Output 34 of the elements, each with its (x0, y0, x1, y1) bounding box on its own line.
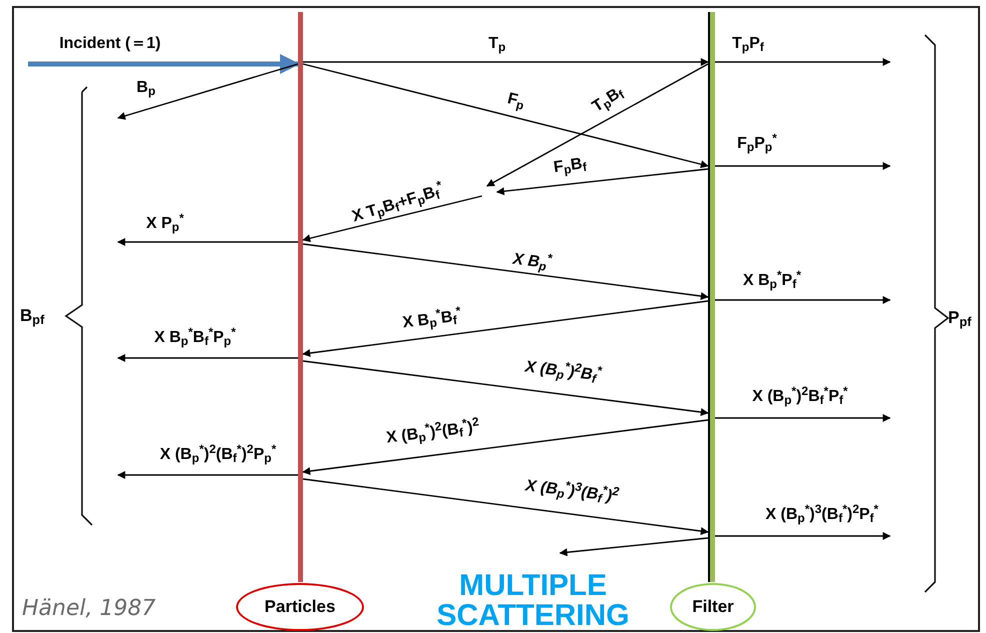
arrow (302, 419, 708, 476)
arrow (715, 296, 891, 304)
brace-label: P$_{pf}$ (948, 307, 972, 330)
arrow (302, 360, 709, 416)
edge-label: F$_{p}$ (506, 91, 526, 111)
edge-label: T$_{p}$ (488, 36, 506, 52)
arrow (117, 354, 298, 362)
overlay-title: MULTIPLE SCATTERING (436, 571, 630, 631)
arrow (302, 478, 709, 536)
arrow (302, 195, 482, 242)
arrow (715, 532, 891, 540)
edge-label: Incident (＝1) (59, 36, 161, 52)
citation-text: Hänel, 1987 (22, 595, 156, 623)
arrow (28, 54, 300, 74)
arrow (117, 238, 298, 246)
edge-label: T$_{p}$P$_{f}$ (732, 36, 764, 52)
edge-label: X (B$_{p}$$^{*}$)$^{3}$(B$_{f}$$^{*}$)$^{2}$ (524, 478, 620, 506)
arrow (715, 162, 891, 170)
arrow (559, 537, 708, 556)
label-ellipse: Filter (670, 583, 756, 631)
brace-label: B$_{pf}$ (20, 305, 44, 328)
arrow (117, 471, 298, 479)
arrow (302, 63, 709, 168)
arrow (715, 58, 891, 66)
arrow (302, 300, 708, 358)
arrow (496, 168, 708, 196)
edge-label: F$_{p}$B$_{f}$ (552, 156, 588, 176)
arrow (486, 63, 708, 187)
arrow (303, 58, 709, 66)
arrow (302, 243, 709, 300)
label-ellipse: Particles (236, 583, 364, 631)
arrow (715, 414, 891, 422)
edge-label: B$_{p}$ (136, 80, 156, 96)
arrow (117, 63, 298, 120)
